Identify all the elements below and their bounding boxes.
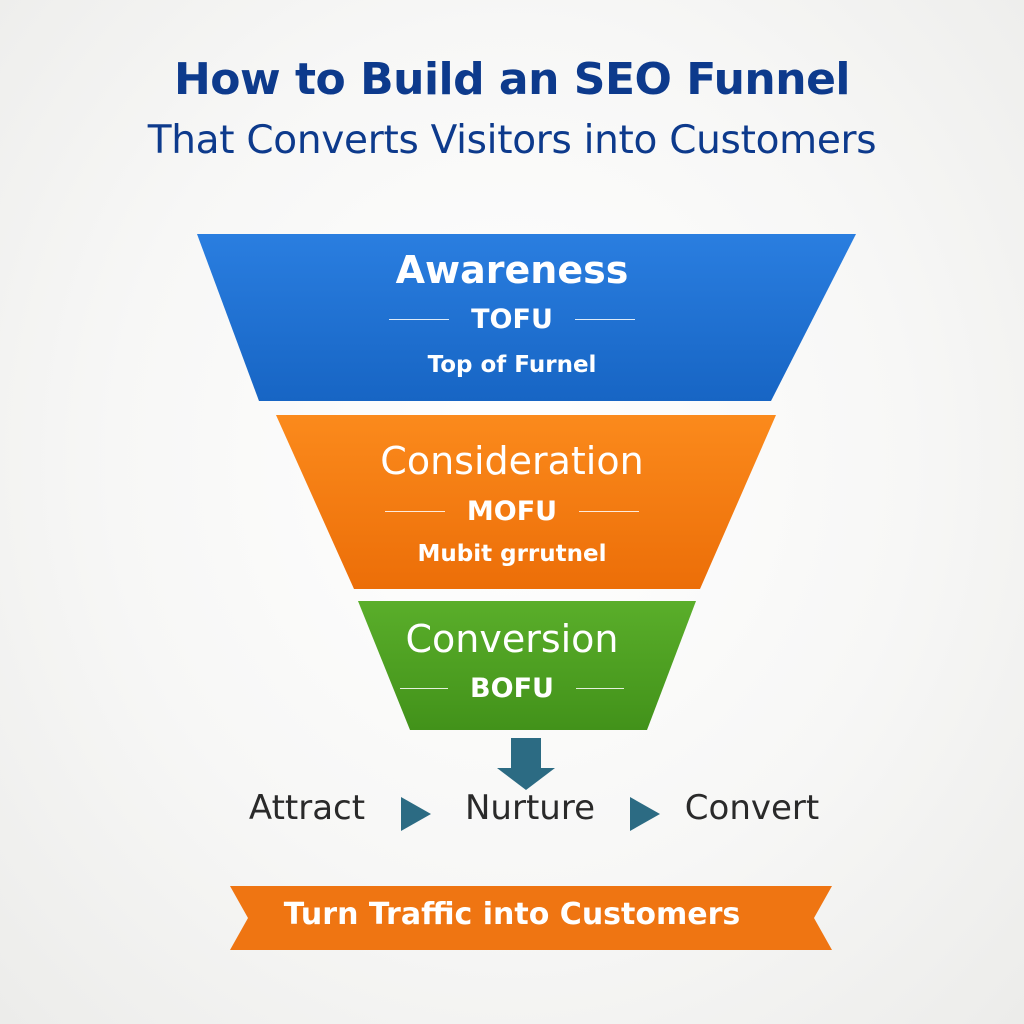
stage-conversion-abbr-row: BOFU xyxy=(0,673,1024,704)
down-arrow-icon xyxy=(497,738,555,790)
divider-line xyxy=(575,687,624,690)
divider-line xyxy=(574,318,635,321)
page-subtitle: That Converts Visitors into Customers xyxy=(147,118,877,163)
cta-banner-text: Turn Traffic into Customers xyxy=(283,897,741,932)
flow-steps: Attract Nurture Convert xyxy=(0,788,1024,838)
stage-conversion-name: Conversion xyxy=(405,617,619,661)
step-nurture: Nurture xyxy=(465,788,595,828)
stage-awareness-subtitle: Top of Furnel xyxy=(427,352,597,378)
stage-conversion-abbr: BOFU xyxy=(470,673,554,704)
divider-line xyxy=(384,510,445,513)
funnel-stage-awareness xyxy=(197,234,856,401)
stage-consideration-abbr: MOFU xyxy=(466,496,558,527)
funnel-stage-conversion xyxy=(358,601,696,730)
divider-line xyxy=(400,687,449,690)
funnel-stage-consideration xyxy=(276,415,776,589)
stage-awareness-name: Awareness xyxy=(395,248,629,292)
page-title: How to Build an SEO Funnel xyxy=(173,54,851,105)
stage-awareness-abbr: TOFU xyxy=(471,304,553,335)
divider-line xyxy=(389,318,450,321)
step-attract: Attract xyxy=(248,788,366,828)
chevron-right-icon xyxy=(401,797,431,831)
divider-line xyxy=(579,510,640,513)
stage-consideration-subtitle: Mubit grrutnel xyxy=(417,541,607,567)
stage-awareness-abbr-row: TOFU xyxy=(0,304,1024,335)
chevron-right-icon xyxy=(630,797,660,831)
stage-consideration-abbr-row: MOFU xyxy=(0,496,1024,527)
step-convert: Convert xyxy=(684,788,820,828)
stage-consideration-name: Consideration xyxy=(380,439,644,483)
cta-banner xyxy=(230,886,832,950)
